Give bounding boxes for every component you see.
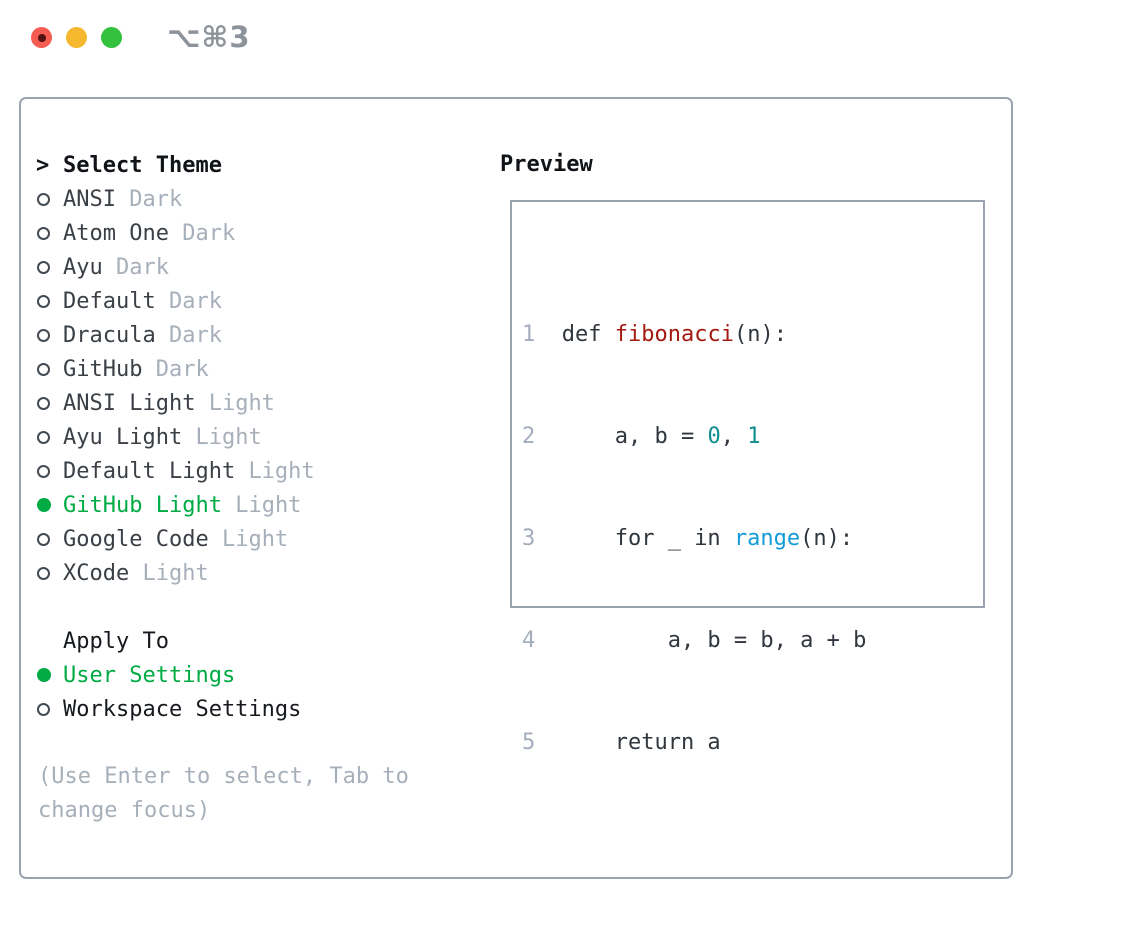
radio-icon xyxy=(37,260,50,274)
code-token: return a xyxy=(535,730,721,755)
code-line: 5 return a xyxy=(522,726,933,760)
theme-variant: Light xyxy=(208,390,275,416)
preview-box xyxy=(510,200,985,608)
code-line: 3 for _ in range(n): xyxy=(522,522,933,556)
code-line: 1 def fibonacci(n): xyxy=(522,318,933,352)
radio-icon xyxy=(37,532,50,546)
radio-icon xyxy=(37,464,50,478)
theme-option-atom-one-dark[interactable]: Atom One Dark xyxy=(36,216,315,250)
minimize-button[interactable] xyxy=(66,27,87,48)
diff-context-line: 1 This is a context line. xyxy=(522,930,933,934)
theme-name: Ayu xyxy=(63,254,103,280)
theme-option-github-dark[interactable]: GitHub Dark xyxy=(36,352,315,386)
code-token-number: 0 xyxy=(707,424,721,449)
theme-name: GitHub Light xyxy=(63,492,222,518)
theme-option-dracula-dark[interactable]: Dracula Dark xyxy=(36,318,315,352)
zoom-button[interactable] xyxy=(101,27,122,48)
radio-icon xyxy=(37,294,50,308)
theme-variant: Dark xyxy=(182,220,236,246)
apply-to-header-label: Apply To xyxy=(63,628,169,654)
theme-variant: Dark xyxy=(168,288,222,314)
radio-icon xyxy=(37,328,50,342)
theme-option-ayu-light[interactable]: Ayu Light Light xyxy=(36,420,315,454)
theme-list-header: > Select Theme xyxy=(36,148,315,182)
code-token-function: fibonacci xyxy=(614,322,734,347)
code-token: for _ in xyxy=(535,526,734,551)
list-gap xyxy=(36,590,315,624)
cursor-prompt-icon: > xyxy=(36,152,50,178)
radio-icon xyxy=(37,566,50,580)
radio-icon xyxy=(37,396,50,410)
code-token: a, b = b, a + b xyxy=(535,628,867,653)
line-number: 5 xyxy=(522,730,536,755)
theme-name: Atom One xyxy=(63,220,169,246)
radio-icon xyxy=(37,430,50,444)
theme-list-header-label: Select Theme xyxy=(63,152,222,178)
preview-header: Preview xyxy=(500,152,593,177)
apply-option-label: User Settings xyxy=(63,662,236,688)
theme-option-ayu-dark[interactable]: Ayu Dark xyxy=(36,250,315,284)
theme-option-default-dark[interactable]: Default Dark xyxy=(36,284,315,318)
code-blank-line xyxy=(522,828,933,862)
theme-variant: Light xyxy=(235,492,302,518)
theme-option-ansi-dark[interactable]: ANSI Dark xyxy=(36,182,315,216)
radio-icon xyxy=(37,226,50,240)
code-token: (n): xyxy=(733,322,787,347)
radio-selected-icon xyxy=(37,498,51,512)
theme-option-ansi-light[interactable]: ANSI Light Light xyxy=(36,386,315,420)
theme-name: Ayu Light xyxy=(63,424,183,450)
code-preview: 1 def fibonacci(n): 2 a, b = 0, 1 3 for … xyxy=(522,250,933,934)
apply-option-workspace-settings[interactable]: Workspace Settings xyxy=(36,692,315,726)
code-token: (n): xyxy=(800,526,854,551)
theme-variant: Dark xyxy=(155,356,209,382)
line-number: 3 xyxy=(522,526,536,551)
code-token: a, b = xyxy=(535,424,708,449)
theme-variant: Light xyxy=(221,526,289,552)
code-token: def xyxy=(535,322,615,347)
theme-name: ANSI Light xyxy=(63,390,196,416)
apply-option-user-settings[interactable]: User Settings xyxy=(36,658,315,692)
code-token-number: 1 xyxy=(747,424,761,449)
code-token-builtin: range xyxy=(733,526,801,551)
line-number: 1 xyxy=(522,322,536,347)
theme-variant: Dark xyxy=(129,186,183,212)
theme-variant: Light xyxy=(248,458,315,484)
line-number: 2 xyxy=(522,424,536,449)
theme-variant: Light xyxy=(195,424,262,450)
theme-name: Default Light xyxy=(63,458,236,484)
code-line: 2 a, b = 0, 1 xyxy=(522,420,933,454)
radio-icon xyxy=(37,192,50,206)
theme-variant: Dark xyxy=(116,254,169,280)
window-title: ⌥⌘3 xyxy=(167,20,251,54)
theme-name: XCode xyxy=(63,560,130,586)
radio-icon xyxy=(37,702,50,716)
apply-to-header: Apply To xyxy=(36,624,315,658)
title-bar: ⌥⌘3 xyxy=(0,0,1140,75)
theme-name: Default xyxy=(63,288,156,314)
theme-variant: Dark xyxy=(168,322,222,348)
theme-name: Google Code xyxy=(63,526,209,552)
code-token: , xyxy=(720,424,748,449)
theme-option-xcode[interactable]: XCode Light xyxy=(36,556,315,590)
theme-variant: Light xyxy=(142,560,209,586)
radio-selected-icon xyxy=(37,668,51,682)
theme-option-google-code[interactable]: Google Code Light xyxy=(36,522,315,556)
theme-option-github-light[interactable]: GitHub Light Light xyxy=(36,488,315,522)
theme-option-default-light[interactable]: Default Light Light xyxy=(36,454,315,488)
close-button[interactable] xyxy=(31,27,52,48)
keyboard-hint: (Use Enter to select, Tab to change focu… xyxy=(38,764,409,823)
theme-list: > Select Theme ANSI Dark Atom One Dark A… xyxy=(36,148,315,726)
theme-name: ANSI xyxy=(63,186,116,212)
apply-option-label: Workspace Settings xyxy=(63,696,302,722)
theme-name: Dracula xyxy=(63,322,156,348)
theme-name: GitHub xyxy=(63,356,143,382)
line-number: 4 xyxy=(522,628,536,653)
code-line: 4 a, b = b, a + b xyxy=(522,624,933,658)
radio-icon xyxy=(37,362,50,376)
